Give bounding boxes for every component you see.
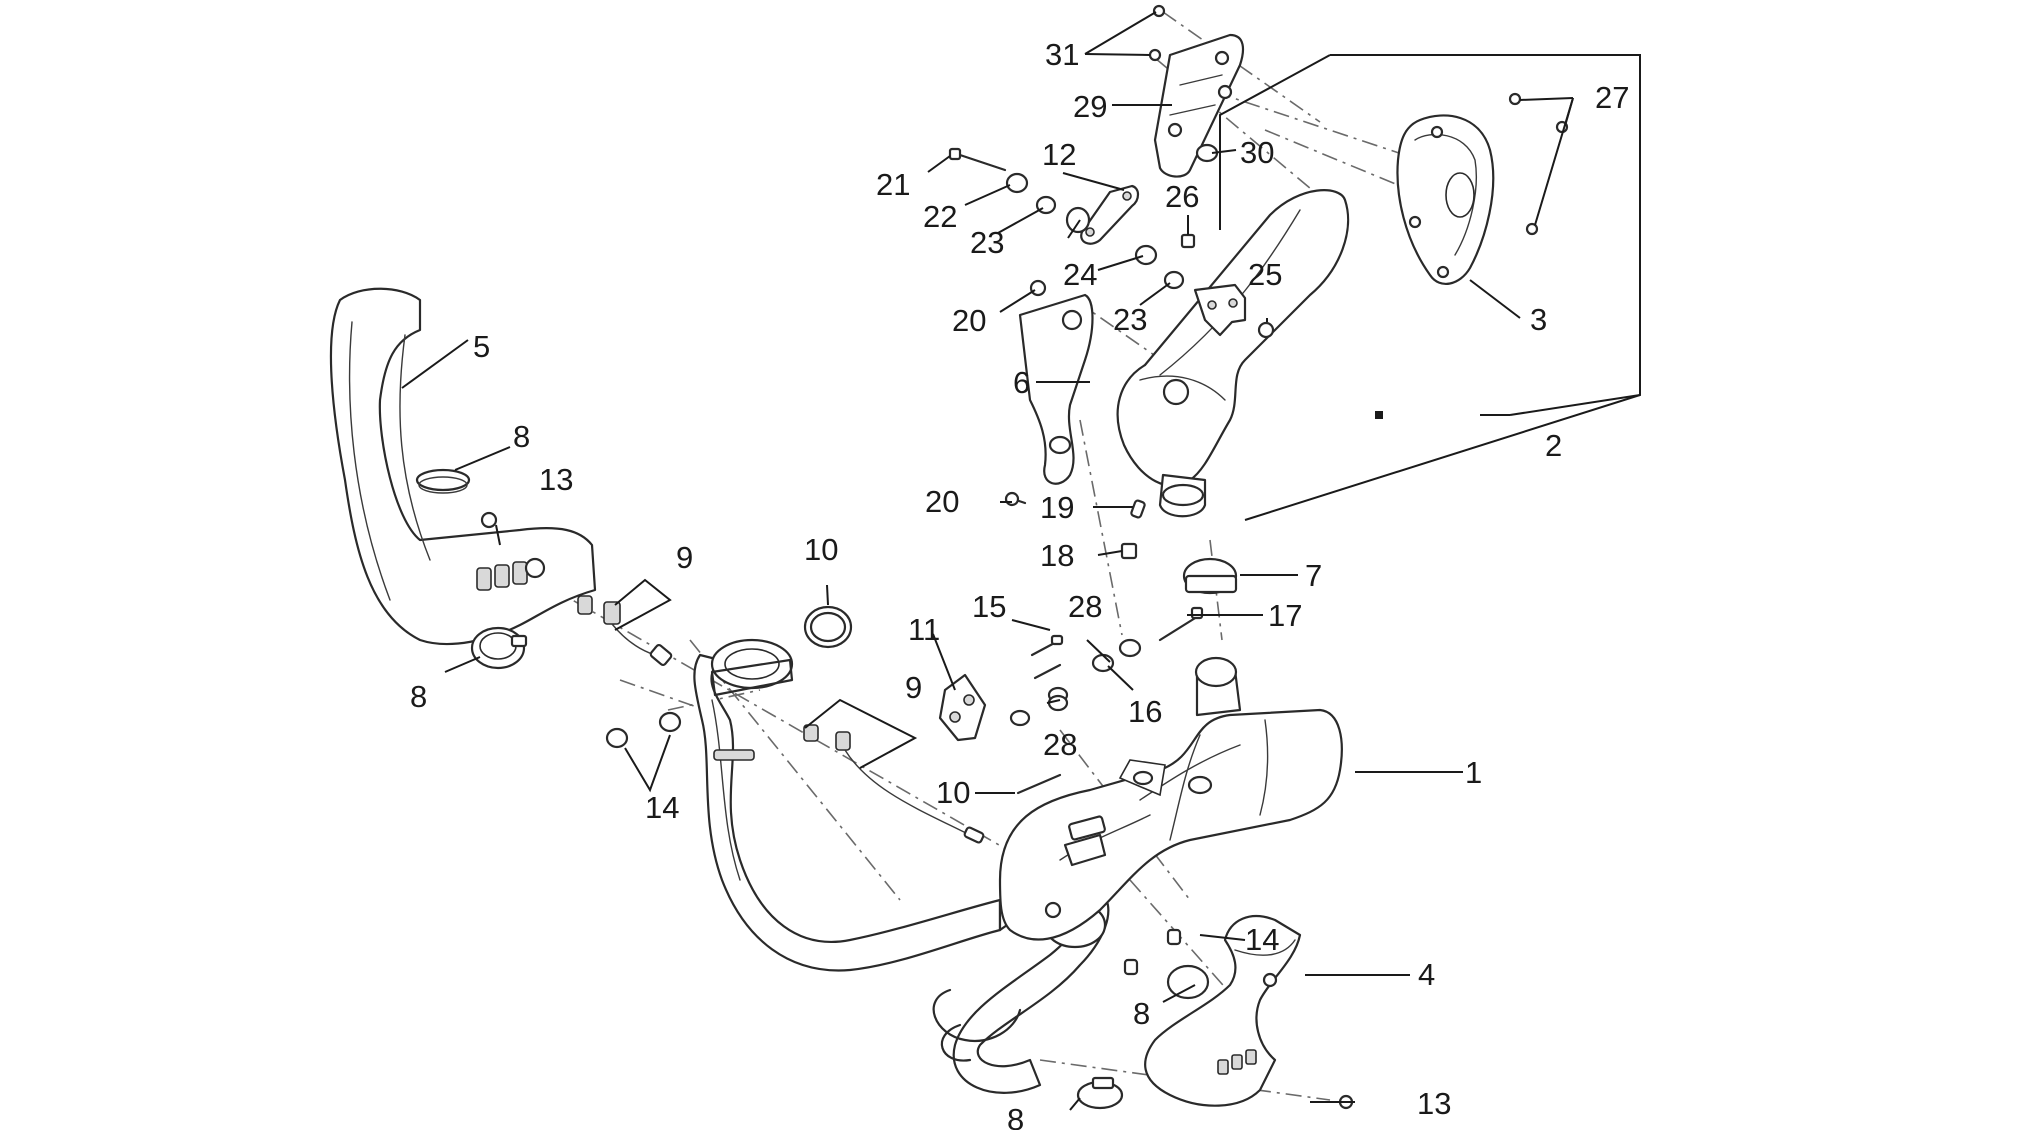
callout-1: 1 — [1465, 755, 1482, 790]
vent-slot — [494, 564, 510, 588]
callout-8-clamp-upper-left: 8 — [513, 419, 530, 454]
callout-2: 2 — [1545, 428, 1562, 463]
callout-9-sensor-left: 9 — [676, 540, 693, 575]
callout-24: 24 — [1063, 257, 1097, 292]
nut-18 — [1120, 542, 1138, 560]
callout-15: 15 — [972, 589, 1006, 624]
bolt-17 — [1158, 606, 1204, 642]
callout-21: 21 — [876, 167, 910, 202]
lambda-sensor-right — [803, 724, 985, 844]
callout-27: 27 — [1595, 80, 1629, 115]
nut-14 — [605, 711, 682, 749]
callout-28-lower: 28 — [1043, 727, 1077, 762]
hose-clamp — [1166, 964, 1210, 1000]
callout-16: 16 — [1128, 694, 1162, 729]
callout-8-clamp-bottom: 8 — [1007, 1102, 1024, 1130]
heat-shield-lower — [1144, 915, 1302, 1107]
callout-10-gasket: 10 — [804, 532, 838, 567]
bolt-13 — [480, 511, 498, 529]
callout-22: 22 — [923, 199, 957, 234]
callout-29: 29 — [1073, 89, 1107, 124]
callout-17: 17 — [1268, 598, 1302, 633]
callout-23-right: 23 — [1113, 302, 1147, 337]
callout-13-upper: 13 — [539, 462, 573, 497]
spacer-28 — [1009, 686, 1069, 727]
callout-12: 12 — [1042, 137, 1076, 172]
callout-9-sensor-right: 9 — [905, 670, 922, 705]
exhaust-gasket — [803, 605, 853, 649]
callout-14-right: 14 — [1245, 922, 1279, 957]
callout-7: 7 — [1305, 558, 1322, 593]
silencer-end-cap — [1396, 114, 1495, 285]
collector-muffler — [998, 656, 1343, 941]
callout-3: 3 — [1530, 302, 1547, 337]
callout-20-lower: 20 — [925, 484, 959, 519]
nut-14 — [1123, 928, 1182, 976]
callout-11: 11 — [908, 612, 940, 647]
vent-slot — [512, 561, 528, 585]
hose-clamp — [415, 468, 471, 494]
heat-shield-silencer — [1018, 293, 1094, 485]
mounting-bracket — [938, 673, 987, 742]
vent-slot — [476, 567, 492, 591]
grommet-16 — [1091, 638, 1142, 673]
callout-23-left: 23 — [970, 225, 1004, 260]
reference-marker — [1375, 411, 1383, 419]
bushing-24 — [1065, 206, 1158, 266]
callout-4: 4 — [1418, 957, 1435, 992]
spring-19 — [1130, 499, 1146, 519]
pin-10 — [1016, 773, 1062, 795]
callout-13-lower: 13 — [1417, 1086, 1451, 1121]
callout-14-left: 14 — [645, 790, 679, 825]
callout-20-upper: 20 — [952, 303, 986, 338]
callout-25: 25 — [1248, 257, 1282, 292]
hose-clamp — [470, 626, 528, 670]
callout-19: 19 — [1040, 490, 1074, 525]
silencer — [1116, 189, 1350, 518]
callout-6: 6 — [1013, 365, 1030, 400]
callout-8-clamp-lower-center: 8 — [1133, 996, 1150, 1031]
bolt-15 — [1030, 634, 1064, 680]
callout-18: 18 — [1040, 538, 1074, 573]
callout-30: 30 — [1240, 135, 1274, 170]
mounting-plate — [1153, 33, 1245, 178]
lambda-sensor-left — [577, 595, 673, 667]
heat-shield-left — [329, 287, 597, 646]
callout-28-upper: 28 — [1068, 589, 1102, 624]
leader-lines — [401, 11, 1641, 1111]
washer-22 — [1005, 172, 1029, 194]
callout-10-pin: 10 — [936, 775, 970, 810]
callout-labels: 1 2 3 4 5 6 7 8 8 8 8 9 9 10 10 11 12 13… — [410, 37, 1629, 1130]
muffler-clamp — [1182, 557, 1238, 595]
callout-31: 31 — [1045, 37, 1079, 72]
callout-5: 5 — [473, 329, 490, 364]
bolt-21 — [948, 147, 1007, 172]
callout-8-clamp-lower-left: 8 — [410, 679, 427, 714]
nut-25 — [1257, 321, 1275, 339]
hose-clamp — [1076, 1076, 1124, 1110]
callout-26: 26 — [1165, 179, 1199, 214]
nut-26 — [1180, 233, 1196, 249]
link-plate — [1080, 184, 1140, 245]
